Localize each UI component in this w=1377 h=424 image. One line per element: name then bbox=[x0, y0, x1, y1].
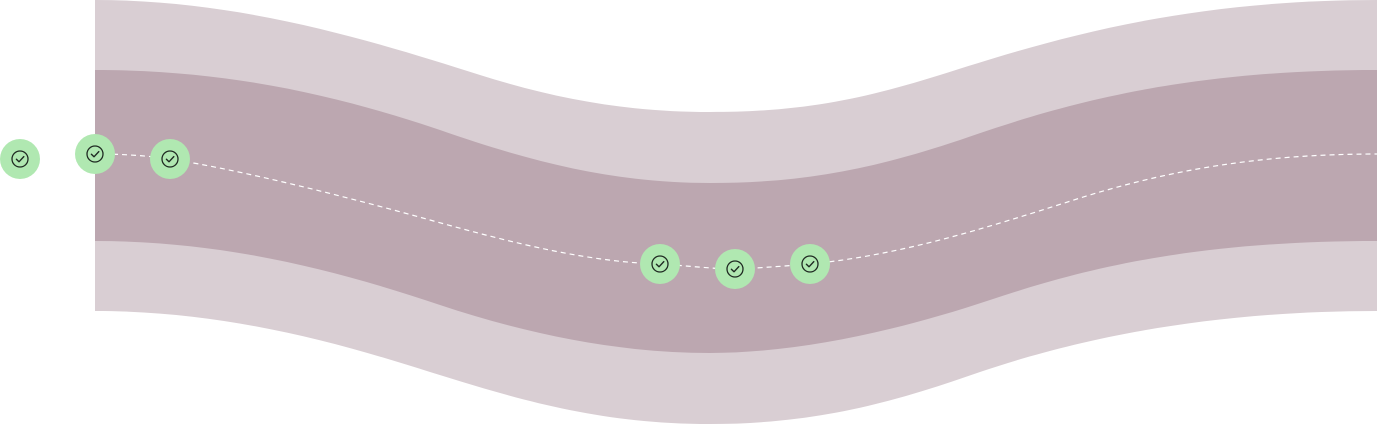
check-circle-icon bbox=[726, 260, 744, 278]
milestone-marker-bg bbox=[0, 139, 40, 179]
milestone-marker[interactable] bbox=[0, 139, 40, 179]
milestone-marker-bg bbox=[640, 244, 680, 284]
milestone-marker[interactable] bbox=[640, 244, 680, 284]
milestone-marker-bg bbox=[75, 134, 115, 174]
check-circle-icon bbox=[11, 150, 29, 168]
milestone-marker-bg bbox=[150, 139, 190, 179]
milestone-marker[interactable] bbox=[75, 134, 115, 174]
route-dashed-line bbox=[94, 153, 1377, 270]
check-circle-icon bbox=[161, 150, 179, 168]
milestone-marker-bg bbox=[715, 249, 755, 289]
inner-road-band bbox=[95, 70, 1377, 353]
milestone-marker[interactable] bbox=[790, 244, 830, 284]
check-circle-icon bbox=[86, 145, 104, 163]
check-circle-icon bbox=[801, 255, 819, 273]
milestone-marker[interactable] bbox=[150, 139, 190, 179]
check-circle-icon bbox=[651, 255, 669, 273]
milestone-marker[interactable] bbox=[715, 249, 755, 289]
milestone-marker-bg bbox=[790, 244, 830, 284]
